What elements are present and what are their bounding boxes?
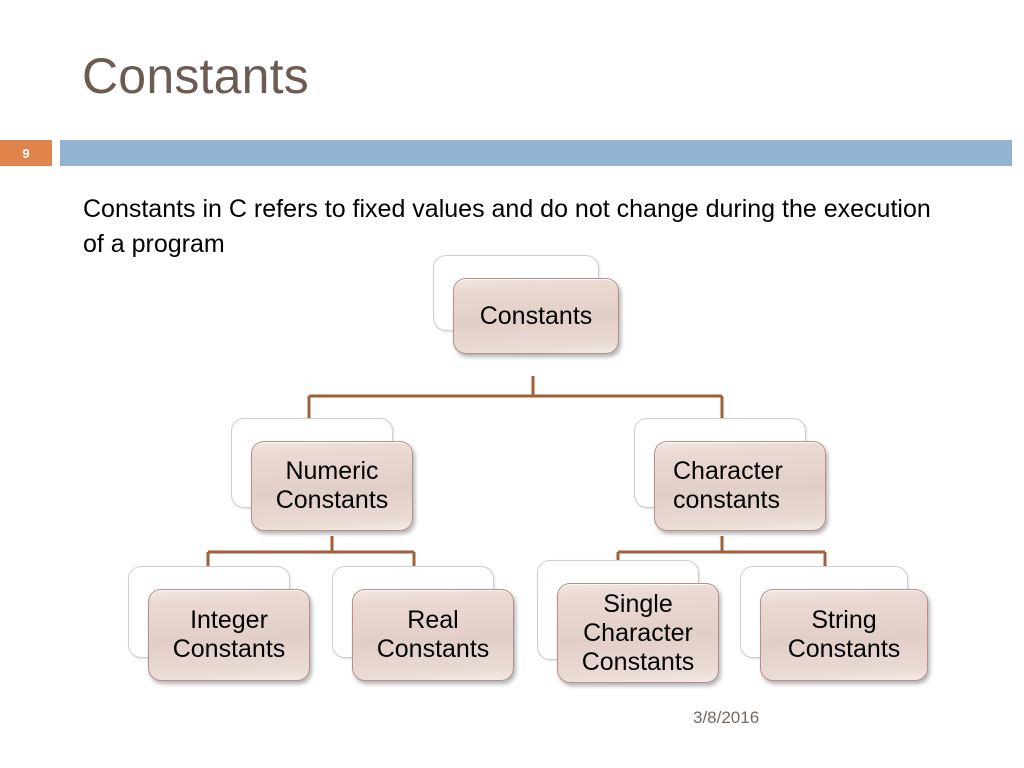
body-paragraph: Constants in C refers to fixed values an… <box>83 195 931 258</box>
node-label-line2: Constants <box>172 635 286 663</box>
node-label: Real Constants <box>359 606 507 664</box>
node-label-line2: Constants <box>275 486 389 514</box>
node-label-line1: String <box>811 606 877 634</box>
footer-date: 3/8/2016 <box>693 708 760 727</box>
node-label-line2: Constants <box>376 635 490 663</box>
node-card[interactable]: Numeric Constants <box>251 441 413 531</box>
node-label-line2: Character <box>583 618 693 647</box>
node-label: Numeric Constants <box>258 457 406 515</box>
node-real-constants[interactable]: Real Constants <box>332 566 514 681</box>
node-integer-constants[interactable]: Integer Constants <box>128 566 310 681</box>
node-label-line1: Single <box>603 589 673 618</box>
node-single-character-constants[interactable]: Single Character Constants <box>537 560 719 683</box>
node-label: Integer Constants <box>155 606 303 664</box>
node-card[interactable]: Integer Constants <box>148 589 310 681</box>
node-label-line2: constants <box>673 486 781 514</box>
slide-number-badge: 9 <box>0 140 52 166</box>
node-constants[interactable]: Constants <box>433 255 619 354</box>
node-card[interactable]: Real Constants <box>352 589 514 681</box>
node-label-line2: Constants <box>787 635 901 663</box>
node-label: Single Character Constants <box>564 590 712 677</box>
node-label-line1: Numeric <box>285 457 379 485</box>
node-label-line1: Character <box>673 457 783 485</box>
node-card[interactable]: Character constants <box>654 441 826 531</box>
page-title: Constants <box>82 48 309 104</box>
node-numeric-constants[interactable]: Numeric Constants <box>231 418 413 531</box>
header-rule: 9 <box>0 140 1012 166</box>
node-label: Character constants <box>673 457 819 515</box>
node-label-line3: Constants <box>581 647 695 676</box>
node-label-line1: Real <box>407 606 459 634</box>
node-label: Constants <box>479 301 593 330</box>
node-label-line1: Integer <box>190 606 268 634</box>
node-character-constants[interactable]: Character constants <box>634 418 826 531</box>
header-accent-bar <box>60 140 1012 166</box>
node-card[interactable]: Constants <box>453 278 619 354</box>
node-card[interactable]: String Constants <box>760 589 928 681</box>
node-label: String Constants <box>767 606 921 664</box>
node-card[interactable]: Single Character Constants <box>557 583 719 683</box>
node-string-constants[interactable]: String Constants <box>740 566 928 681</box>
